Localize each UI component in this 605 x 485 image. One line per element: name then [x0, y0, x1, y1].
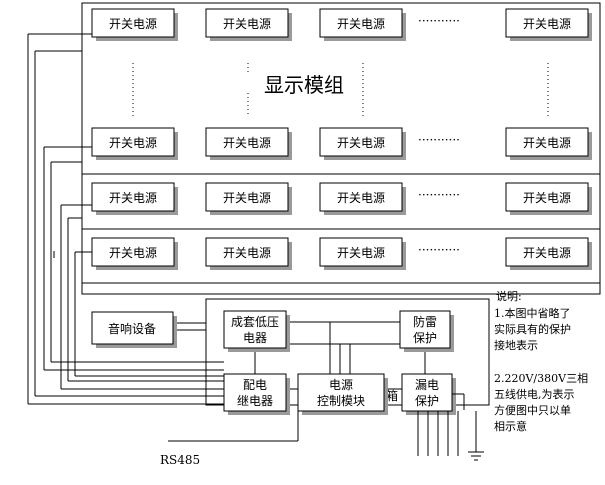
power-supply-label: 开关电源 [223, 17, 271, 31]
low-voltage-label-1: 成套低压 [231, 315, 279, 329]
power-supply-box-r0-c3 [505, 8, 589, 38]
power-supply-label: 开关电源 [523, 191, 571, 205]
low-voltage-label-2: 电器 [243, 331, 267, 345]
rs485-label: RS485 [160, 453, 200, 467]
power-supply-box-r1-c1 [205, 127, 289, 157]
relay-box [223, 373, 287, 412]
power-control-label-2: 控制模块 [317, 394, 365, 408]
power-supply-label: 开关电源 [109, 246, 157, 260]
module-ellipsis-vertical [132, 63, 549, 116]
power-supply-label: 开关电源 [523, 17, 571, 31]
module-ellipsis: ··········· [418, 243, 460, 257]
relay-label-2: 继电器 [237, 394, 273, 408]
power-supply-box-r2-c1 [205, 182, 289, 212]
power-supply-label: 开关电源 [109, 136, 157, 150]
power-supply-label: 开关电源 [109, 17, 157, 31]
module-ellipsis: ··········· [418, 14, 460, 28]
feed-wires [27, 33, 224, 405]
power-supply-label: 开关电源 [223, 136, 271, 150]
power-supply-box-r3-c2 [319, 237, 403, 267]
power-control-label-1: 电源 [329, 378, 353, 392]
note-1-line-3: 接地表示 [494, 338, 538, 352]
power-supply-box-r2-c0 [91, 182, 175, 212]
module-ellipsis: ··········· [418, 188, 460, 202]
power-supply-box-r0-c2 [319, 8, 403, 38]
power-supply-label: 开关电源 [223, 246, 271, 260]
lightning-protection-box [399, 310, 451, 349]
note-2-line-2: 五线供电,为表示 [494, 387, 575, 401]
power-supply-label: 开关电源 [337, 191, 385, 205]
note-2-line-3: 方便图中只以单 [494, 403, 571, 417]
power-supply-label: 开关电源 [337, 136, 385, 150]
power-supply-label: 开关电源 [523, 136, 571, 150]
power-supply-box-r1-c2 [319, 127, 403, 157]
leakage-protection-label-1: 漏电 [415, 378, 439, 392]
power-supply-box-r3-c0 [91, 237, 175, 267]
display-frame [81, 2, 601, 295]
note-2-line-4: 相示意 [494, 419, 527, 433]
power-supply-label: 开关电源 [337, 246, 385, 260]
audio-equipment-box [91, 311, 174, 345]
box-internal-wires [176, 321, 426, 390]
lightning-protection-label-2: 保护 [413, 331, 437, 345]
power-supply-box-r1-c3 [505, 127, 589, 157]
power-supply-label: 开关电源 [109, 191, 157, 205]
power-supply-box-r2-c2 [319, 182, 403, 212]
module-ellipsis: ··········· [418, 133, 460, 147]
power-supply-box-r0-c1 [205, 8, 289, 38]
low-voltage-box [223, 310, 287, 349]
supply-lines [417, 393, 477, 456]
power-supply-box-r3-c1 [205, 237, 289, 267]
power-supply-box-r1-c0 [91, 127, 175, 157]
power-supply-box-r0-c0 [91, 8, 175, 38]
ground-icon [468, 451, 484, 461]
power-supply-label: 开关电源 [337, 17, 385, 31]
relay-label-1: 配电 [243, 378, 267, 392]
power-supply-label: 开关电源 [523, 246, 571, 260]
leakage-protection-box [401, 373, 453, 412]
power-supply-label: 开关电源 [223, 191, 271, 205]
note-1-line-2: 实际具有的保护 [494, 322, 571, 336]
audio-equipment-label: 音响设备 [108, 321, 156, 336]
lightning-protection-label-1: 防雷 [413, 314, 437, 329]
note-1-line-1: 1.本图中省略了 [494, 306, 571, 320]
power-supply-box-r2-c3 [505, 182, 589, 212]
power-supply-box-r3-c3 [505, 237, 589, 267]
power-control-box [297, 373, 385, 412]
leakage-protection-label-2: 保护 [415, 394, 439, 408]
display-module-title: 显示模组 [264, 73, 344, 97]
note-2-line-1: 2.220V/380V三相 [494, 372, 588, 385]
notes-title: 说明: [496, 289, 522, 303]
power-supply-grid: 开关电源开关电源开关电源开关电源···········开关电源开关电源开关电源开… [91, 8, 592, 270]
